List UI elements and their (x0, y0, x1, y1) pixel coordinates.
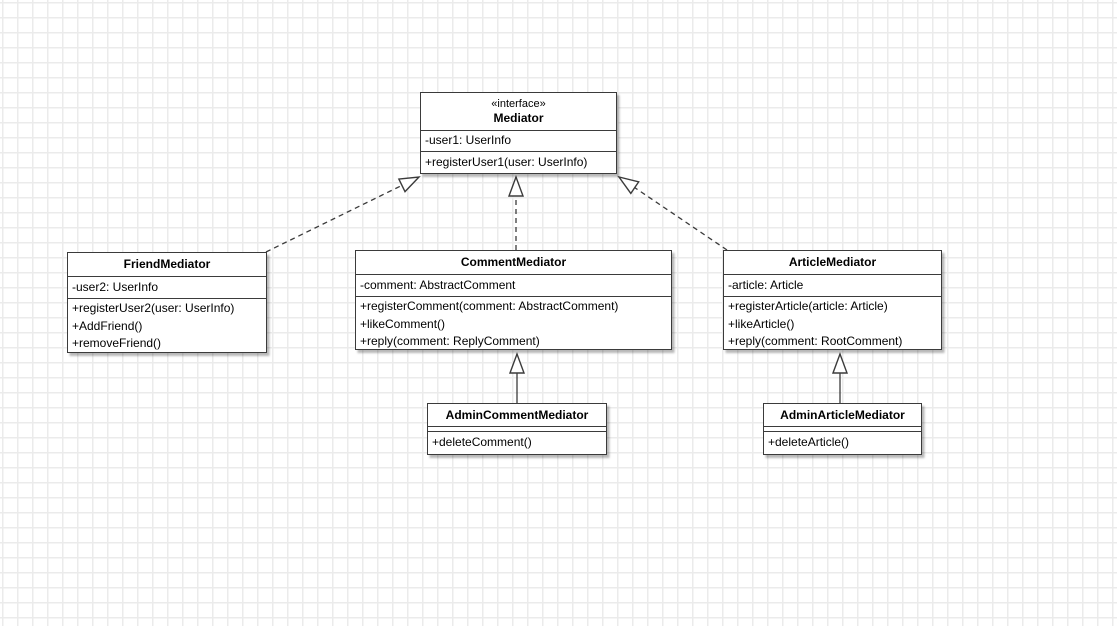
class-friend-mediator[interactable]: FriendMediator -user2: UserInfo +registe… (67, 252, 267, 353)
methods-compartment: +registerComment(comment: AbstractCommen… (356, 296, 671, 349)
attribute-row: -comment: AbstractComment (360, 277, 516, 292)
method-row: +deleteComment() (432, 435, 532, 449)
class-title: AdminArticleMediator (764, 404, 921, 426)
attributes-compartment: -user2: UserInfo (68, 276, 266, 298)
methods-compartment: +registerArticle(article: Article) +like… (724, 296, 941, 349)
class-admin-comment-mediator[interactable]: AdminCommentMediator +deleteComment() (427, 403, 607, 455)
class-mediator[interactable]: «interface» Mediator -user1: UserInfo +r… (420, 92, 617, 174)
class-name: ArticleMediator (788, 255, 877, 270)
stereotype-label: «interface» (491, 97, 546, 110)
methods-compartment: +deleteArticle() (764, 431, 921, 454)
method-row: +reply(comment: RootComment) (728, 334, 903, 348)
methods-compartment: +registerUser1(user: UserInfo) (421, 151, 616, 173)
class-title: ArticleMediator (724, 251, 941, 274)
class-name: CommentMediator (460, 255, 567, 270)
methods-compartment: +registerUser2(user: UserInfo) +AddFrien… (68, 298, 266, 352)
class-name: FriendMediator (123, 257, 211, 272)
class-name: Mediator (493, 110, 544, 125)
realization-edge-articlemediator-mediator[interactable] (617, 175, 728, 251)
realization-edge-friendmediator-mediator[interactable] (265, 176, 421, 253)
class-title: «interface» Mediator (421, 93, 616, 130)
method-row: +registerUser2(user: UserInfo) (72, 301, 235, 315)
class-title: AdminCommentMediator (428, 404, 606, 426)
attributes-compartment-empty (764, 426, 921, 431)
class-title: FriendMediator (68, 253, 266, 276)
method-row: +likeArticle() (728, 316, 795, 331)
attribute-row: -user2: UserInfo (72, 279, 159, 294)
method-row: +registerComment(comment: AbstractCommen… (360, 299, 619, 313)
method-row: +reply(comment: ReplyComment) (360, 334, 540, 348)
class-name: AdminArticleMediator (780, 407, 905, 422)
attributes-compartment: -article: Article (724, 274, 941, 296)
method-row: +registerUser1(user: UserInfo) (425, 155, 588, 169)
method-row: +AddFriend() (72, 318, 143, 333)
method-row: +registerArticle(article: Article) (728, 299, 888, 313)
attributes-compartment-empty (428, 426, 606, 431)
method-row: +deleteArticle() (768, 435, 850, 449)
class-title: CommentMediator (356, 251, 671, 274)
attributes-compartment: -user1: UserInfo (421, 130, 616, 151)
class-article-mediator[interactable]: ArticleMediator -article: Article +regis… (723, 250, 942, 350)
class-comment-mediator[interactable]: CommentMediator -comment: AbstractCommen… (355, 250, 672, 350)
attributes-compartment: -comment: AbstractComment (356, 274, 671, 296)
class-admin-article-mediator[interactable]: AdminArticleMediator +deleteArticle() (763, 403, 922, 455)
methods-compartment: +deleteComment() (428, 431, 606, 454)
attribute-row: -article: Article (728, 277, 804, 292)
attribute-row: -user1: UserInfo (425, 133, 512, 148)
class-name: AdminCommentMediator (445, 407, 589, 422)
method-row: +removeFriend() (72, 336, 162, 350)
method-row: +likeComment() (360, 316, 446, 331)
